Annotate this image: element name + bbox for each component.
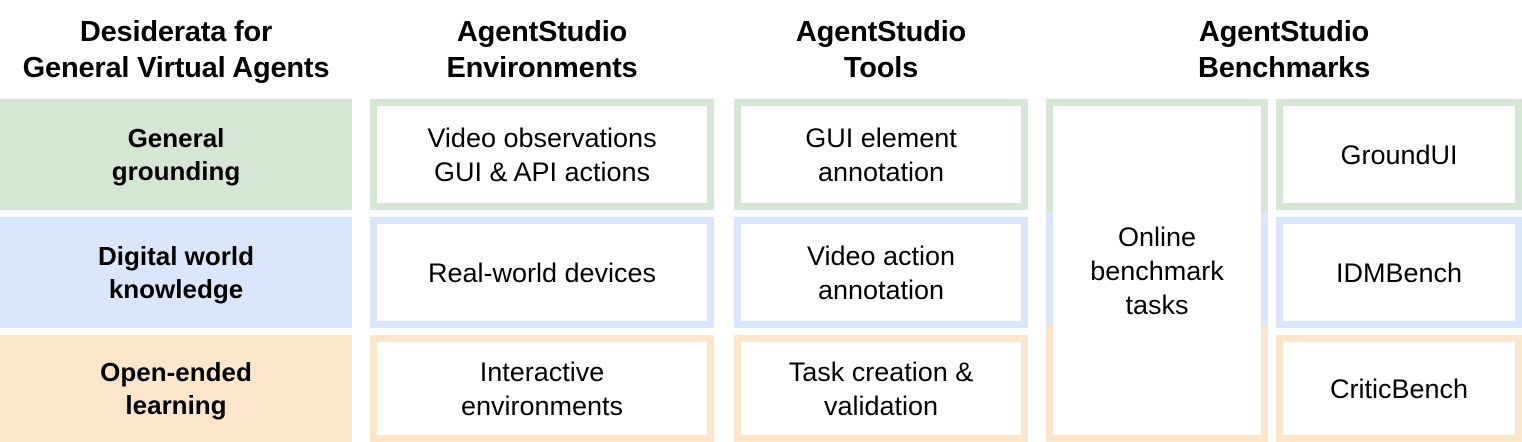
column-header-line: Tools xyxy=(843,52,919,84)
cell-text-line: Interactive xyxy=(479,356,605,387)
cell-text-line: learning xyxy=(125,389,227,420)
cell-text-line: environments xyxy=(460,390,624,421)
cell-text-line: CriticBench xyxy=(1329,373,1469,404)
cell-text-line: GUI element xyxy=(805,122,957,153)
environment-cell-general-grounding: Video observations GUI & API actions xyxy=(370,99,714,210)
column-header-line: AgentStudio xyxy=(1198,16,1370,48)
cell-text-line: annotation xyxy=(817,156,945,187)
cell-text-line: Online xyxy=(1117,221,1197,252)
tool-cell-digital-world-knowledge: Video action annotation xyxy=(734,217,1028,328)
cell-text-line: validation xyxy=(823,390,939,421)
column-header-line: Desiderata for xyxy=(79,16,273,48)
cell-text-line: General xyxy=(127,122,225,153)
environment-cell-digital-world-knowledge: Real-world devices xyxy=(370,217,714,328)
column-header-line: AgentStudio xyxy=(795,16,967,48)
benchmark-cell-criticbench: CriticBench xyxy=(1276,335,1522,442)
cell-text-line: tasks xyxy=(1125,289,1189,320)
column-header-line: General Virtual Agents xyxy=(22,52,330,84)
column-header-line: Environments xyxy=(446,52,638,84)
column-header-benchmarks: AgentStudio Benchmarks xyxy=(1046,14,1522,86)
cell-text-line: Digital world xyxy=(98,240,254,271)
tool-cell-general-grounding: GUI element annotation xyxy=(734,99,1028,210)
benchmark-cell-idmbench: IDMBench xyxy=(1276,217,1522,328)
benchmark-cell-online-benchmark-tasks: Online benchmark tasks xyxy=(1046,99,1268,442)
cell-text-line: Real-world devices xyxy=(427,257,657,288)
desiderata-cell-open-ended-learning: Open-ended learning xyxy=(0,335,352,442)
column-header-line: AgentStudio xyxy=(456,16,628,48)
cell-text-line: GroundUI xyxy=(1340,139,1458,170)
cell-text-line: Task creation & xyxy=(788,356,974,387)
column-header-desiderata: Desiderata for General Virtual Agents xyxy=(0,14,352,86)
cell-text-line: GUI & API actions xyxy=(433,156,651,187)
benchmark-cell-groundui: GroundUI xyxy=(1276,99,1522,210)
column-header-environments: AgentStudio Environments xyxy=(370,14,714,86)
cell-text-line: annotation xyxy=(817,274,945,305)
environment-cell-open-ended-learning: Interactive environments xyxy=(370,335,714,442)
column-header-line: Benchmarks xyxy=(1197,52,1371,84)
cell-text-line: benchmark xyxy=(1090,255,1224,286)
desiderata-cell-digital-world-knowledge: Digital world knowledge xyxy=(0,217,352,328)
tool-cell-open-ended-learning: Task creation & validation xyxy=(734,335,1028,442)
cell-text-line: Open-ended xyxy=(100,356,252,387)
cell-text-line: grounding xyxy=(111,155,241,186)
cell-text-line: IDMBench xyxy=(1335,257,1463,288)
cell-text-line: knowledge xyxy=(108,273,244,304)
cell-text-line: Video action xyxy=(806,240,956,271)
desiderata-cell-general-grounding: General grounding xyxy=(0,99,352,210)
cell-text-line: Video observations xyxy=(427,122,657,153)
column-header-tools: AgentStudio Tools xyxy=(734,14,1028,86)
